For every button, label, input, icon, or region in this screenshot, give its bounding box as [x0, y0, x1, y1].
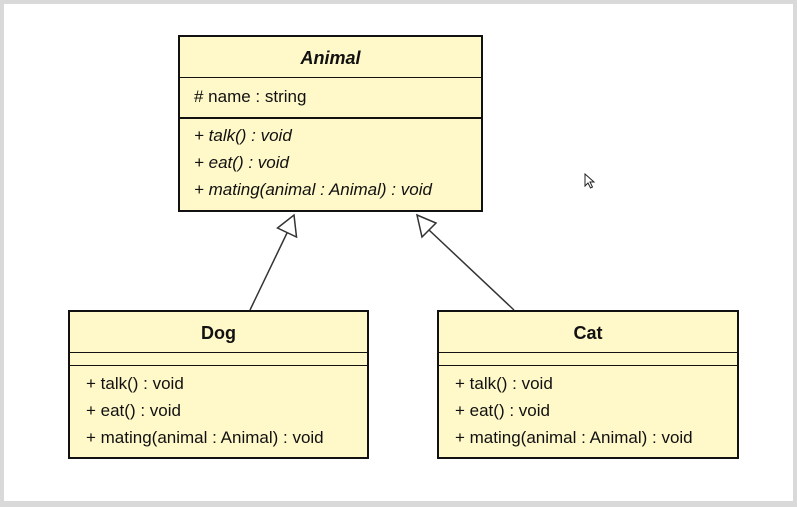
- operations-compartment-dog: + talk() : void + eat() : void + mating(…: [70, 365, 367, 451]
- class-name-animal: Animal: [300, 48, 361, 68]
- cat-generalization-line[interactable]: [428, 229, 515, 311]
- operation-eat: + eat() : void: [455, 401, 550, 420]
- operation-talk: + talk() : void: [455, 374, 553, 393]
- class-name-dog: Dog: [201, 323, 236, 343]
- operation-eat: + eat() : void: [194, 153, 289, 172]
- diagram-canvas[interactable]: Animal # name : string + talk() : void +…: [4, 4, 793, 501]
- operation-mating: + mating(animal : Animal) : void: [455, 428, 693, 447]
- cat-generalization-arrowhead: [415, 213, 438, 239]
- operation-talk: + talk() : void: [194, 126, 292, 145]
- dog-generalization-arrowhead: [276, 213, 298, 239]
- operation-talk: + talk() : void: [86, 374, 184, 393]
- operations-compartment-animal: + talk() : void + eat() : void + mating(…: [180, 117, 481, 203]
- class-name-cat: Cat: [573, 323, 603, 343]
- mouse-pointer-icon: [584, 173, 596, 189]
- inheritance-edges: [249, 213, 515, 311]
- operation-eat: + eat() : void: [86, 401, 181, 420]
- attributes-compartment-dog: [70, 352, 367, 365]
- class-cat[interactable]: Cat + talk() : void + eat() : void + mat…: [437, 310, 739, 459]
- operation-mating: + mating(animal : Animal) : void: [86, 428, 324, 447]
- dog-generalization-line[interactable]: [249, 232, 288, 311]
- operation-mating: + mating(animal : Animal) : void: [194, 180, 432, 199]
- operations-compartment-cat: + talk() : void + eat() : void + mating(…: [439, 365, 737, 451]
- class-animal[interactable]: Animal # name : string + talk() : void +…: [178, 35, 483, 212]
- attribute-name: # name : string: [194, 87, 307, 106]
- attributes-compartment-animal: # name : string: [180, 77, 481, 117]
- attributes-compartment-cat: [439, 352, 737, 365]
- class-dog[interactable]: Dog + talk() : void + eat() : void + mat…: [68, 310, 369, 459]
